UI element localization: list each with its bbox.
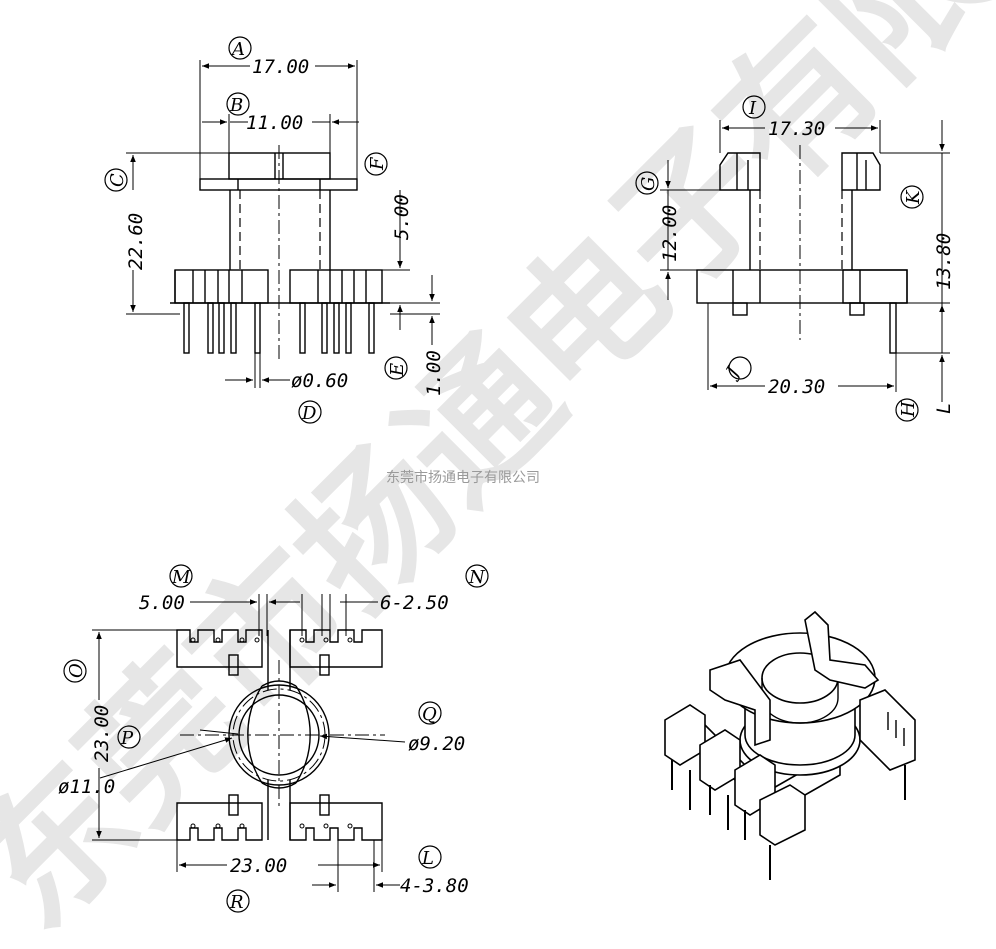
dim-N-value: 6-2.50 [380,592,449,614]
dim-L2-value: 4-3.80 [400,875,469,897]
dim-R-value: 23.00 [230,855,287,877]
label-M: M [171,567,191,588]
isometric-view [664,610,916,880]
label-H: H [898,401,919,418]
label-N: N [468,567,486,588]
label-R: R [229,892,244,913]
dim-C-value: 22.60 [125,213,147,270]
label-I: I [748,98,757,119]
label-J: J [720,362,745,384]
label-L2: L [421,848,434,869]
dim-G-value: 12.00 [659,205,681,262]
label-A: A [230,39,245,60]
dim-M-value: 5.00 [139,592,185,614]
side-view: 17.30 I 12.00 G 13.80 K L 20.30 J [635,95,955,422]
dim-B-value: 11.00 [246,112,303,134]
dim-Q-value: ø9.20 [408,733,465,755]
dim-F-value: 5.00 [391,194,413,240]
dim-P-value: ø11.0 [58,776,115,798]
dim-L-value: L [933,403,955,414]
front-view: 17.00 A 11.00 B 22.60 C 5.00 F 1.0 [104,36,445,424]
label-Q: Q [422,704,437,725]
company-caption: 东莞市扬通电子有限公司 [386,469,540,486]
dim-K-value: 13.80 [933,233,955,290]
dim-D-value: ø0.60 [291,370,348,392]
label-C: C [107,173,128,187]
label-O: O [66,663,87,678]
label-G: G [638,177,659,191]
label-D: D [301,403,317,424]
label-F: F [367,156,388,171]
dim-I-value: 17.30 [768,118,825,140]
dim-E-value: 1.00 [423,350,445,396]
label-E: E [387,363,408,377]
dim-J-value: 20.30 [768,376,825,398]
label-B: B [229,95,243,116]
label-P: P [120,728,134,749]
dim-O-value: 23.00 [91,705,113,762]
label-K: K [903,189,924,205]
top-view: 5.00 M 6-2.50 N 23.00 O ø11.0 P ø9.20 Q [58,564,489,913]
dim-A-value: 17.00 [252,56,309,78]
